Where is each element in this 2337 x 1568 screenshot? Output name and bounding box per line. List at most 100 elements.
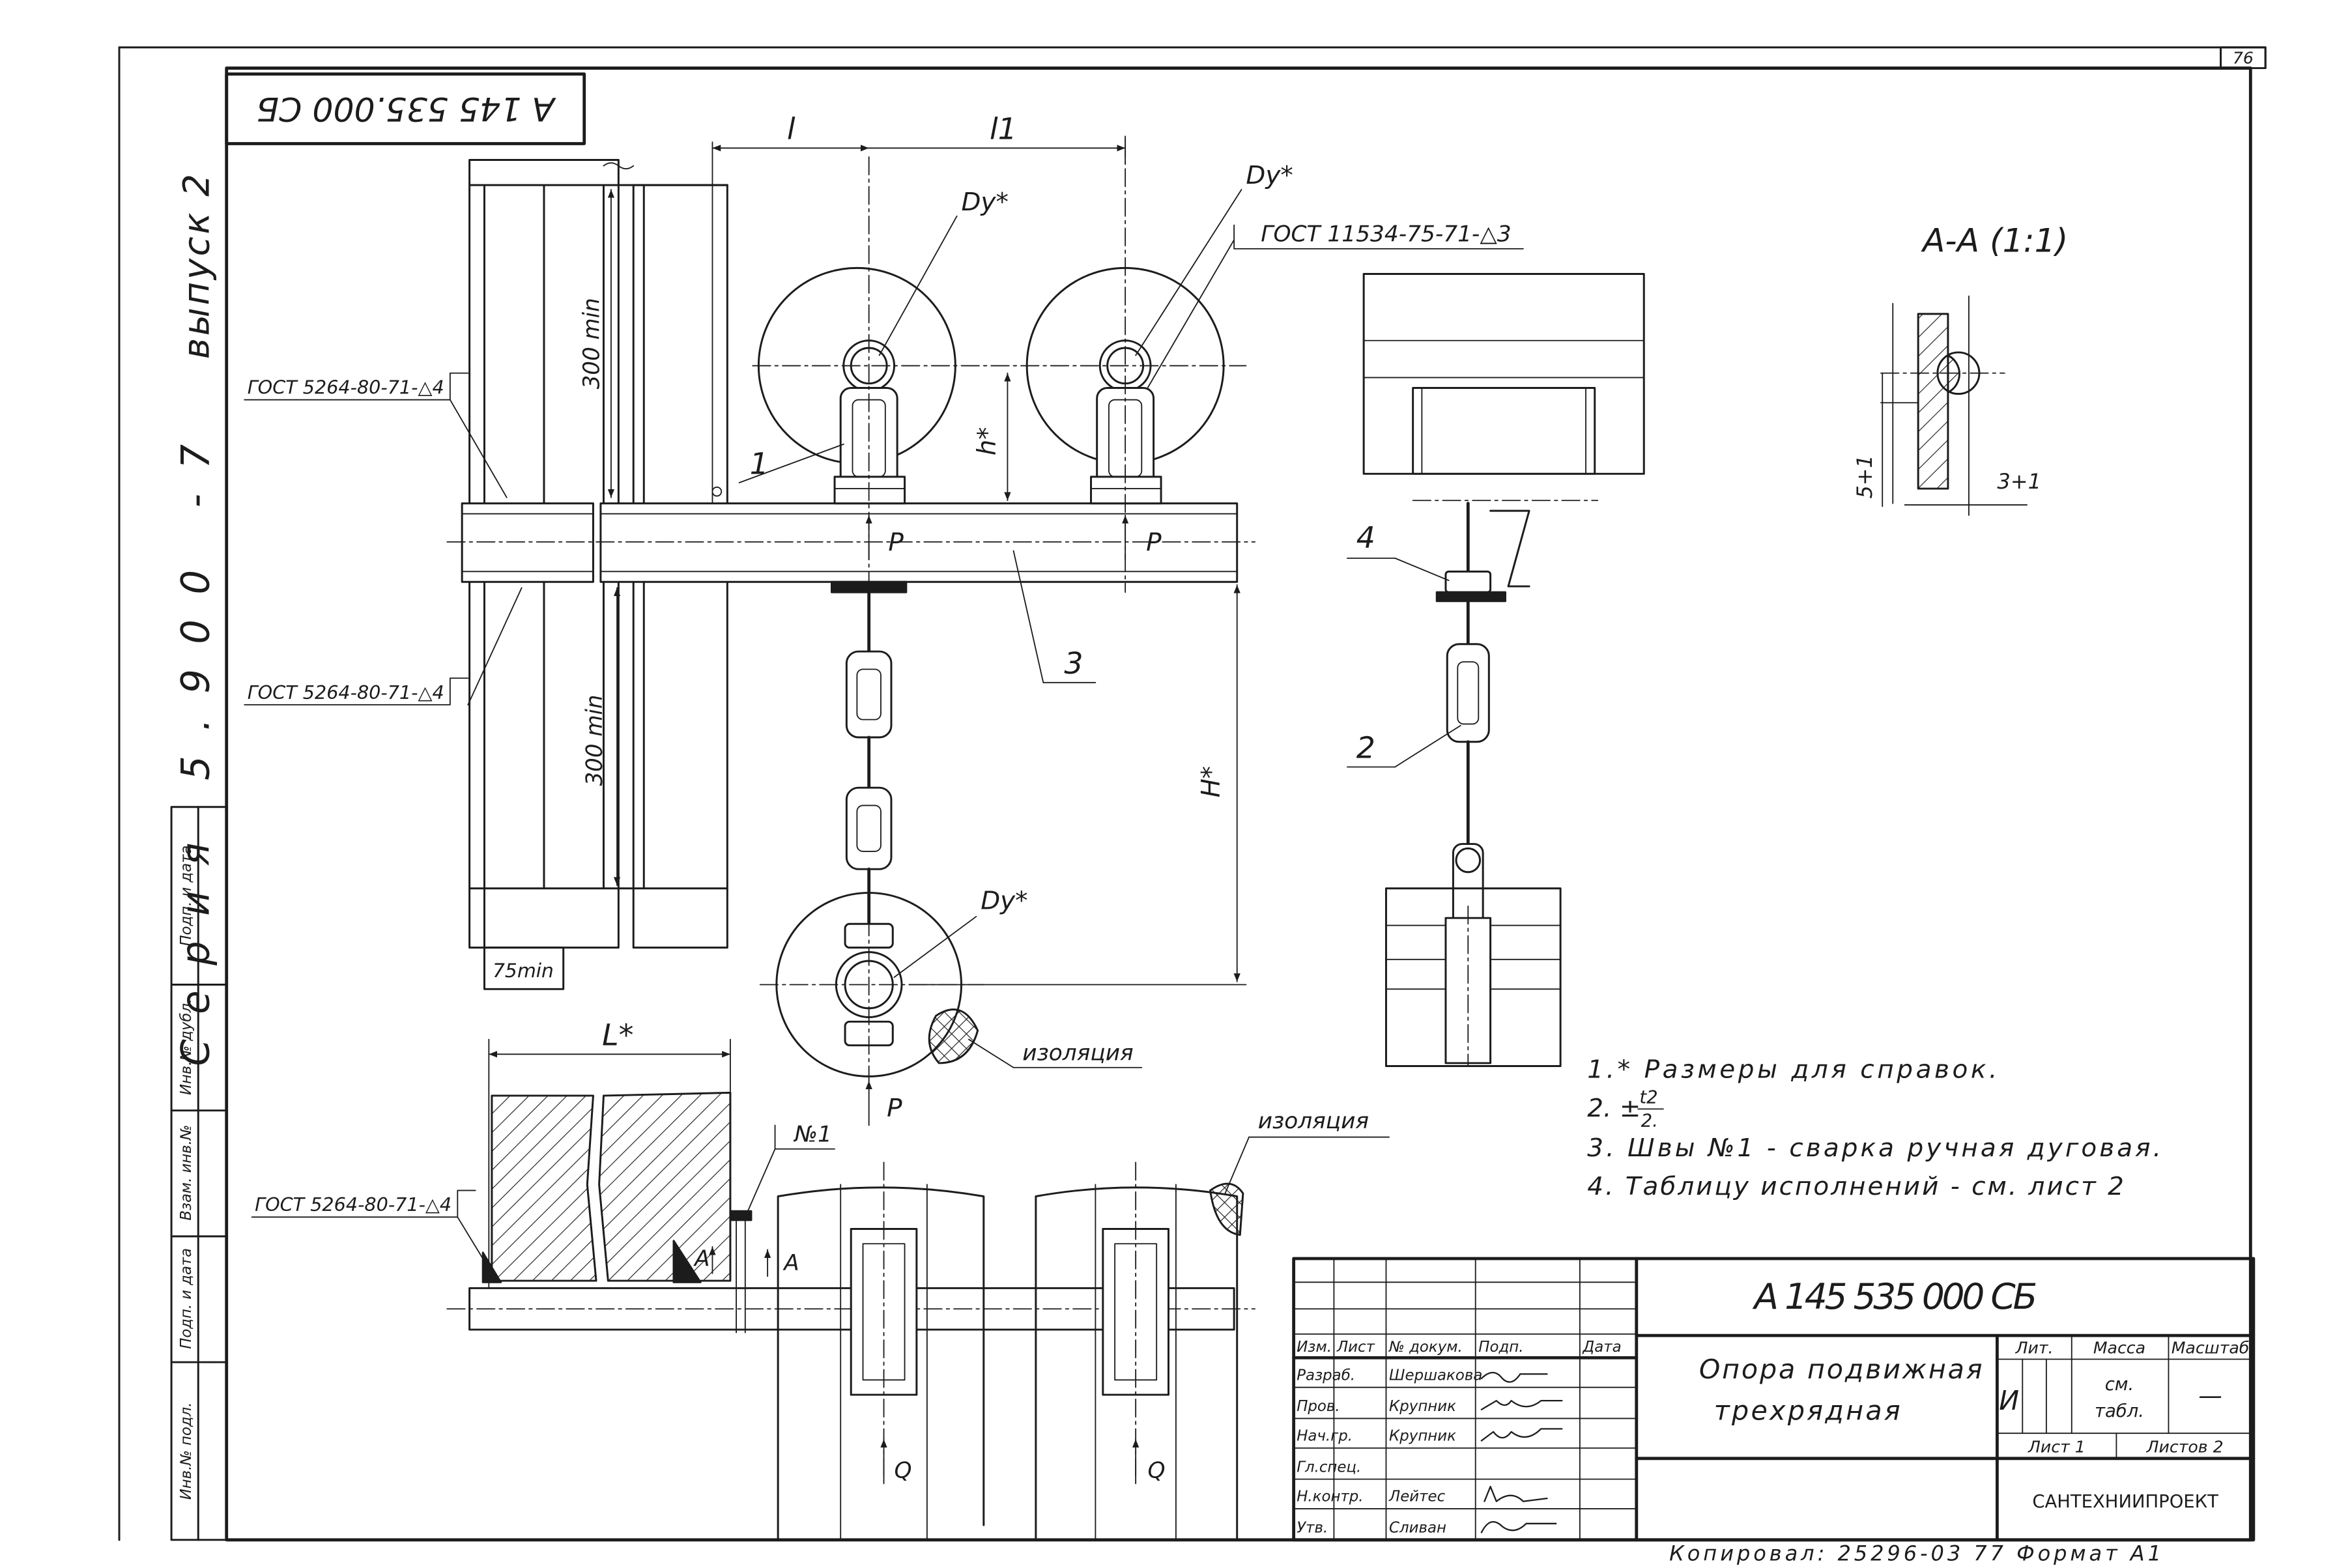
dy-right-label: Dy* — [1246, 161, 1293, 190]
position-3-label: 3 — [1064, 646, 1083, 681]
tb-col-change: Изм. — [1297, 1339, 1332, 1356]
tb-name-group-head: Крупник — [1389, 1428, 1456, 1445]
tb-doc-code: А 145 535 000 СБ — [1752, 1276, 2037, 1317]
weld-no1-callout: №1 — [744, 1122, 835, 1218]
tb-role-chief-specialist: Гл.спец. — [1297, 1459, 1361, 1475]
tb-role-group-head: Нач.гр. — [1297, 1428, 1353, 1445]
stamp-cell-sign-date-1: Подп. и дата — [178, 846, 195, 947]
dim-h-star-label: h* — [973, 427, 1002, 455]
stamp-cell-replace-inv: Взам. инв.№ — [178, 1125, 195, 1221]
insulation-callout-center: изоляция — [968, 1038, 1143, 1068]
insulation-callout-bottom: изоляция — [1224, 1108, 1390, 1194]
tb-role-checker: Пров. — [1297, 1398, 1340, 1415]
weld-no1-label: №1 — [793, 1122, 832, 1148]
tb-name-approver: Сливан — [1389, 1520, 1446, 1537]
dimension-l-l1: l l1 — [711, 112, 1126, 504]
tb-role-developer: Разраб. — [1297, 1367, 1355, 1384]
dimension-300-min-lower: 300 min — [582, 587, 621, 887]
load-p-lower: P — [865, 1080, 902, 1126]
hanger-assembly — [830, 580, 908, 926]
tb-col-sign: Подп. — [1478, 1339, 1523, 1356]
tb-mass-header: Масса — [2093, 1339, 2145, 1358]
dy-callout-left: Dy* — [878, 188, 1009, 356]
signatures — [1480, 1371, 1563, 1533]
weld-callout-lower-text: ГОСТ 5264-80-71-△4 — [248, 682, 444, 704]
note-4: 4. Таблицу исполнений - см. лист 2 — [1587, 1172, 2124, 1201]
position-1-callout: 1 — [711, 443, 844, 497]
tb-name-checker: Крупник — [1389, 1398, 1456, 1415]
gost-11534-text: ГОСТ 11534-75-71-△3 — [1261, 221, 1511, 248]
position-4-label: 4 — [1356, 520, 1375, 555]
tb-name-line-1: Опора подвижная — [1699, 1354, 1983, 1385]
weld-callout-upper-text: ГОСТ 5264-80-71-△4 — [248, 377, 444, 399]
dimension-L-star: L* — [488, 1018, 731, 1289]
dimension-75-min: 75min — [483, 947, 565, 990]
weld-callout-bottom-text: ГОСТ 5264-80-71-△4 — [255, 1194, 452, 1216]
tb-scale-header: Масштаб — [2172, 1339, 2250, 1358]
dy-callout-right: Dy* — [1135, 161, 1293, 356]
pipe-section-left: Q — [777, 1162, 985, 1541]
weld-callout-upper: ГОСТ 5264-80-71-△4 — [244, 372, 508, 498]
stamp-cell-orig-inv: Инв.№ подл. — [178, 1403, 195, 1500]
load-p-right-label: P — [1146, 528, 1162, 558]
section-mark-right: A — [782, 1250, 799, 1276]
section-dim-5: 5+1 — [1852, 455, 1877, 498]
section-dim-3: 3+1 — [1997, 469, 2041, 494]
gost-11534-callout: ГОСТ 11534-75-71-△3 — [1147, 221, 1524, 389]
position-2-label: 2 — [1356, 731, 1375, 765]
section-mark-left: A — [693, 1246, 710, 1272]
section-marks-a: A A — [693, 1246, 799, 1277]
dy-left-label: Dy* — [962, 188, 1009, 217]
position-3-callout: 3 — [1012, 550, 1097, 683]
load-q-right-label: Q — [1147, 1457, 1165, 1483]
rotated-code-box: А 145 535.000 СБ — [225, 72, 586, 145]
tb-role-approver: Утв. — [1297, 1520, 1328, 1537]
stamp-cell-sign-date-2: Подп. и дата — [178, 1248, 195, 1349]
tb-organization: САНТЕХНИИПРОЕКТ — [2032, 1492, 2218, 1512]
pipe-section-right: Q — [1035, 1162, 1244, 1541]
position-2-callout: 2 — [1347, 724, 1461, 768]
margin-stamp: Подп. и дата Инв.№ дубл. Взам. инв.№ Под… — [170, 806, 228, 1541]
note-3: 3. Швы №1 - сварка ручная дуговая. — [1587, 1133, 2161, 1163]
dim-H-star-label: H* — [1196, 766, 1226, 797]
dimension-H-star: H* — [908, 584, 1247, 986]
dimension-300-min-upper: 300 min — [579, 189, 615, 498]
page-number: 76 — [2233, 49, 2254, 68]
weld-callout-lower: ГОСТ 5264-80-71-△4 — [244, 587, 523, 706]
tb-lit-header: Лит. — [2015, 1339, 2054, 1358]
tb-name-norm-control: Лейтес — [1388, 1489, 1446, 1505]
tb-scale-value: — — [2198, 1382, 2222, 1410]
bottom-plan-view — [446, 1091, 1256, 1333]
load-p-arrows: P P — [865, 515, 1162, 561]
dy-callout-lower: Dy* — [893, 887, 1028, 978]
beam-3 — [446, 502, 1256, 583]
tb-lit-value: И — [1999, 1385, 2019, 1416]
note-2-denominator: 2. — [1641, 1111, 1658, 1132]
dimension-h-star: h* — [973, 372, 1011, 502]
dim-300-min-upper-label: 300 min — [579, 298, 605, 389]
dim-75-min-label: 75min — [493, 959, 554, 982]
note-1: 1.* Размеры для справок. — [1587, 1055, 1997, 1085]
dim-300-min-lower-label: 300 min — [582, 694, 608, 786]
lower-pipe — [759, 887, 984, 1082]
tb-role-norm-control: Н.контр. — [1297, 1489, 1363, 1505]
sheet-frame — [118, 46, 2267, 1542]
tb-mass-value-2: табл. — [2095, 1401, 2144, 1421]
stamp-cell-dup-inv: Инв.№ дубл. — [178, 999, 195, 1095]
issue-label: выпуск 2 — [175, 174, 217, 359]
load-q-left-label: Q — [895, 1457, 912, 1483]
weld-callout-bottom: ГОСТ 5264-80-71-△4 — [251, 1190, 493, 1274]
note-2-prefix: 2. ± — [1587, 1094, 1641, 1123]
dy-lower-label: Dy* — [981, 887, 1027, 916]
note-2-numerator: t2 — [1639, 1087, 1657, 1107]
tb-sheets: Листов 2 — [2146, 1438, 2224, 1457]
dim-l1-label: l1 — [990, 112, 1017, 147]
tb-col-date: Дата — [1582, 1339, 1621, 1356]
page-number-box: 76 — [2220, 46, 2267, 70]
position-4-callout: 4 — [1347, 520, 1450, 581]
tb-name-developer: Шершакова — [1389, 1367, 1482, 1384]
tb-col-sheet: Лист — [1336, 1339, 1375, 1356]
load-p-left-label: P — [888, 528, 904, 558]
right-side-view — [1362, 273, 1645, 1067]
